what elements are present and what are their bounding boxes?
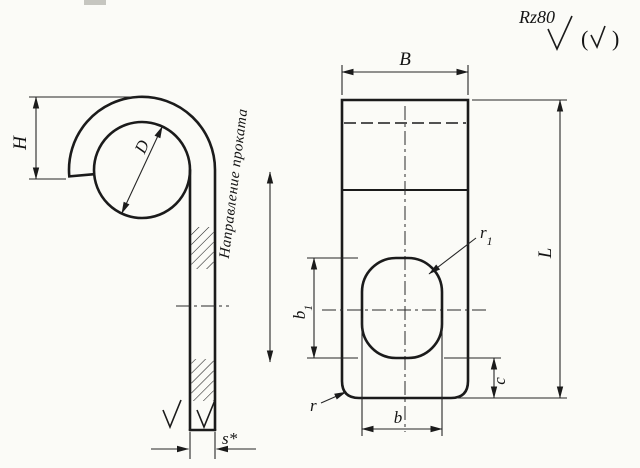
scan-artifact [84, 0, 106, 5]
dim-label-b1: b1 [290, 305, 315, 319]
slot-hole [360, 256, 444, 360]
dim-label-r: r [310, 396, 317, 415]
dim-line [121, 126, 163, 214]
hook-outer-contour [67, 95, 217, 432]
dimension-s: s* [151, 429, 256, 459]
dimension-D: D [121, 126, 163, 214]
leader-r: r [310, 391, 347, 415]
rolling-direction-label: Направление проката [217, 108, 251, 261]
roughness-check-icon [162, 399, 182, 430]
plate-outline [340, 98, 470, 400]
dimension-H: H [10, 96, 136, 180]
left-view-hook-profile: H D s* Направление проката [10, 95, 274, 459]
section-hatch-upper [191, 227, 214, 269]
leader-line [428, 237, 477, 275]
dimension-B: B [341, 49, 469, 95]
rolling-direction-annotation: Направление проката [217, 108, 274, 363]
dimension-b1: b1 [290, 257, 358, 359]
section-hatch-lower [191, 359, 214, 401]
right-view-flat-blank: B L b1 b c [290, 49, 567, 436]
dim-label-s: s* [222, 429, 238, 448]
roughness-check-icon [590, 25, 606, 49]
dimension-b: b [361, 318, 443, 436]
hook-inner-circle [92, 120, 192, 220]
roughness-check-icon [547, 15, 573, 51]
dim-label-r1: r1 [480, 223, 493, 248]
leader-line [320, 391, 347, 404]
dim-label-L: L [535, 248, 556, 260]
leader-r1: r1 [428, 223, 493, 275]
roughness-check-icon [196, 399, 216, 430]
dim-label-b: b [394, 408, 403, 427]
dimension-L: L [458, 99, 567, 399]
surface-roughness-note: Rz80 ( ) [518, 7, 619, 51]
paren-open: ( [581, 26, 588, 51]
dim-label-H: H [10, 135, 31, 151]
roughness-value: Rz80 [518, 7, 555, 27]
dim-label-D: D [130, 136, 153, 157]
dim-label-B: B [399, 49, 411, 70]
dim-label-c: c [490, 377, 509, 385]
dimension-c: c [444, 357, 509, 399]
paren-close: ) [612, 26, 619, 51]
